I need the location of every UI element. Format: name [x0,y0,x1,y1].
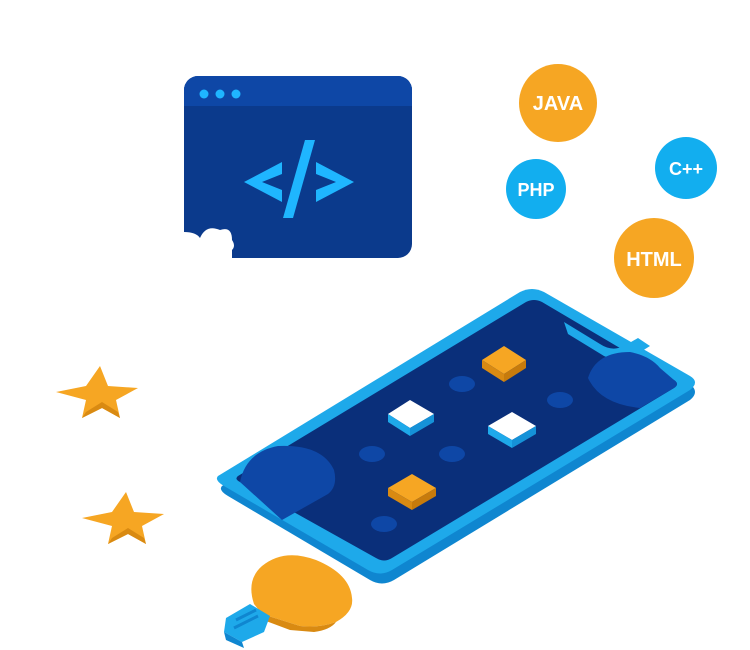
star-icon [56,366,138,418]
phone-screen [236,300,677,561]
window-dot [199,89,209,99]
language-bubble-cpp: C++ [655,137,717,199]
code-window-icon [184,76,412,258]
language-label-cpp: C++ [669,159,703,179]
lightbulb-icon [224,555,353,648]
window-dot [215,89,225,99]
code-glyph [244,140,354,218]
language-bubble-html: HTML [614,218,694,298]
tile-white-left [388,400,434,436]
smartphone-icon [216,289,695,584]
language-label-java: JAVA [533,93,583,115]
language-bubble-php: PHP [506,159,566,219]
language-label-php: PHP [517,180,554,200]
star-icon [82,492,164,544]
tile-orange-top [482,346,526,382]
language-bubble-java: JAVA [519,64,597,142]
language-label-html: HTML [626,249,682,271]
tile-orange-bottom [388,474,436,510]
tile-white-right [488,412,536,448]
window-dot [231,89,241,99]
